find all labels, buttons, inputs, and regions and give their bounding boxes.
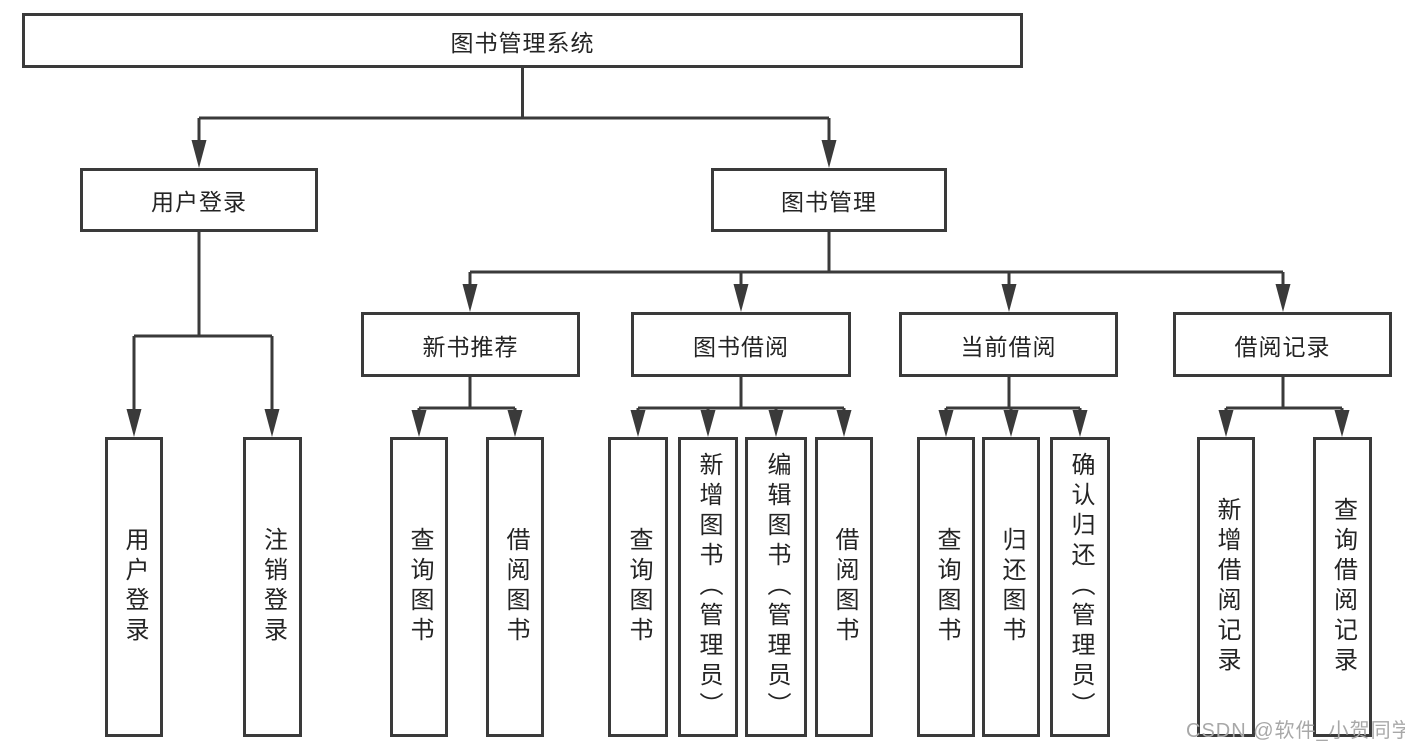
node-label: 用户登录 xyxy=(121,527,148,647)
node-user-login: 用户登录 xyxy=(80,168,318,232)
node-label: 归还图书 xyxy=(998,527,1025,647)
node-label: 注销登录 xyxy=(259,527,287,647)
node-label: 图书管理 xyxy=(781,189,877,215)
connector-current-borrow-branch xyxy=(938,377,1088,437)
leaf-user-login: 用户登录 xyxy=(105,437,163,737)
leaf-query-books-current: 查询图书 xyxy=(917,437,975,737)
node-current-borrowing: 当前借阅 xyxy=(899,312,1118,377)
node-label: 查询借阅记录 xyxy=(1329,497,1357,677)
leaf-borrow-books: 借阅图书 xyxy=(815,437,873,737)
connector-root-to-level2 xyxy=(191,68,837,168)
watermark: CSDN @软件_小贺同学 xyxy=(1186,720,1405,742)
node-label: 用户登录 xyxy=(151,189,247,215)
leaf-edit-book-admin: 编辑图书（管理员） xyxy=(745,437,807,737)
node-label: 新增图书（管理员） xyxy=(695,452,722,722)
leaf-return-books: 归还图书 xyxy=(982,437,1040,737)
node-label: 查询图书 xyxy=(625,527,652,647)
node-label: 借阅记录 xyxy=(1234,333,1331,360)
connector-new-book-branch xyxy=(411,377,523,437)
node-label: 新书推荐 xyxy=(422,333,519,360)
node-label: 新增借阅记录 xyxy=(1213,497,1240,677)
node-label: 确认归还（管理员） xyxy=(1067,452,1094,722)
leaf-query-books-recommend: 查询图书 xyxy=(390,437,448,737)
node-label: 当前借阅 xyxy=(960,333,1057,360)
leaf-add-book-admin: 新增图书（管理员） xyxy=(678,437,738,737)
leaf-query-books-borrow: 查询图书 xyxy=(608,437,668,737)
leaf-borrow-books-recommend: 借阅图书 xyxy=(486,437,544,737)
connector-book-borrow-branch xyxy=(630,377,852,437)
connector-user-login-branch xyxy=(126,232,280,437)
leaf-logout: 注销登录 xyxy=(243,437,302,737)
node-book-management: 图书管理 xyxy=(711,168,947,232)
node-label: 图书借阅 xyxy=(693,333,789,360)
node-label: 借阅图书 xyxy=(831,527,858,647)
node-new-book-recommendation: 新书推荐 xyxy=(361,312,580,377)
leaf-confirm-return-admin: 确认归还（管理员） xyxy=(1050,437,1110,737)
node-borrowing-records: 借阅记录 xyxy=(1173,312,1392,377)
node-label: 图书管理系统 xyxy=(450,29,595,56)
node-book-borrowing: 图书借阅 xyxy=(631,312,851,377)
connector-borrow-records-branch xyxy=(1218,377,1350,437)
node-label: 查询图书 xyxy=(933,527,960,647)
leaf-query-borrow-record: 查询借阅记录 xyxy=(1313,437,1372,737)
leaf-add-borrow-record: 新增借阅记录 xyxy=(1197,437,1255,737)
node-label: 借阅图书 xyxy=(502,527,529,647)
connector-book-management-branch xyxy=(462,232,1291,312)
node-library-management-system: 图书管理系统 xyxy=(22,13,1023,68)
node-label: 查询图书 xyxy=(406,527,433,647)
node-label: 编辑图书（管理员） xyxy=(763,452,790,722)
